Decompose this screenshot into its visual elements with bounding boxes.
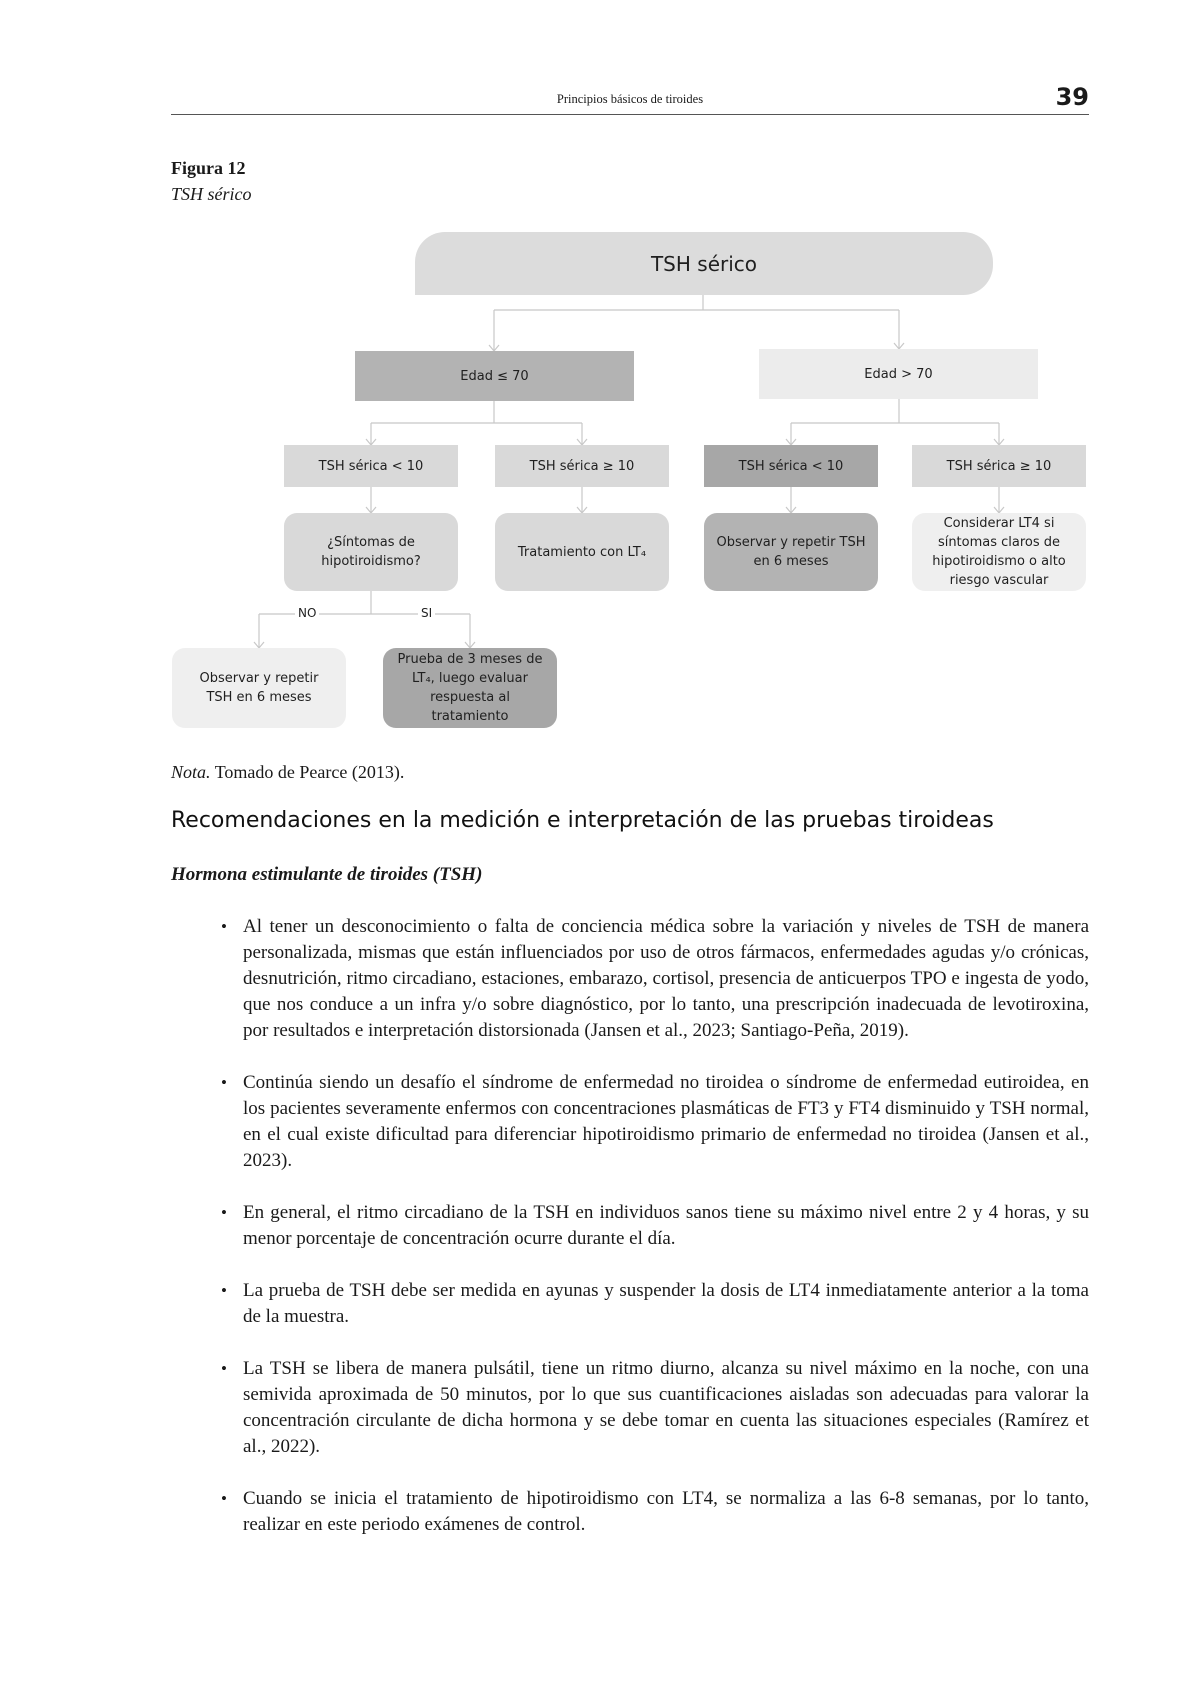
section-subheading: Hormona estimulante de tiroides (TSH) (171, 864, 483, 885)
note-text: Tomado de Pearce (2013). (210, 762, 405, 782)
bullet-item: Cuando se inicia el tratamiento de hipot… (221, 1486, 1089, 1538)
branch-label-no: NO (295, 606, 320, 620)
bullet-item: La TSH se libera de manera pulsátil, tie… (221, 1356, 1089, 1460)
node-tsh-lt10-left: TSH sérica < 10 (284, 445, 458, 487)
bullet-list: Al tener un desconocimiento o falta de c… (221, 914, 1089, 1564)
node-root: TSH sérico (415, 232, 993, 295)
node-symptoms-question: ¿Síntomas de hipotiroidismo? (284, 513, 458, 591)
node-treatment-lt4: Tratamiento con LT₄ (495, 513, 669, 591)
node-observe-repeat-left: Observar y repetir TSH en 6 meses (172, 648, 346, 728)
node-tsh-ge10-left: TSH sérica ≥ 10 (495, 445, 669, 487)
figure-number: Figura 12 (171, 158, 246, 178)
figure-note: Nota. Tomado de Pearce (2013). (171, 762, 404, 783)
bullet-item: Al tener un desconocimiento o falta de c… (221, 914, 1089, 1044)
node-age-gt-70: Edad > 70 (759, 349, 1038, 399)
node-trial-lt4: Prueba de 3 meses de LT₄, luego evaluar … (383, 648, 557, 728)
bullet-item: En general, el ritmo circadiano de la TS… (221, 1200, 1089, 1252)
node-tsh-ge10-right: TSH sérica ≥ 10 (912, 445, 1086, 487)
node-consider-lt4: Considerar LT4 si síntomas claros de hip… (912, 513, 1086, 591)
note-label: Nota. (171, 762, 211, 782)
node-observe-repeat-right: Observar y repetir TSH en 6 meses (704, 513, 878, 591)
running-header: Principios básicos de tiroides 39 (171, 83, 1089, 115)
node-age-le-70: Edad ≤ 70 (355, 351, 634, 401)
node-tsh-lt10-right: TSH sérica < 10 (704, 445, 878, 487)
page-number: 39 (1055, 83, 1089, 111)
bullet-item: Continúa siendo un desafío el síndrome d… (221, 1070, 1089, 1174)
section-heading: Recomendaciones en la medición e interpr… (171, 808, 994, 833)
figure-title: TSH sérico (171, 184, 252, 204)
bullet-item: La prueba de TSH debe ser medida en ayun… (221, 1278, 1089, 1330)
branch-label-yes: SI (418, 606, 436, 620)
running-title: Principios básicos de tiroides (556, 92, 704, 106)
